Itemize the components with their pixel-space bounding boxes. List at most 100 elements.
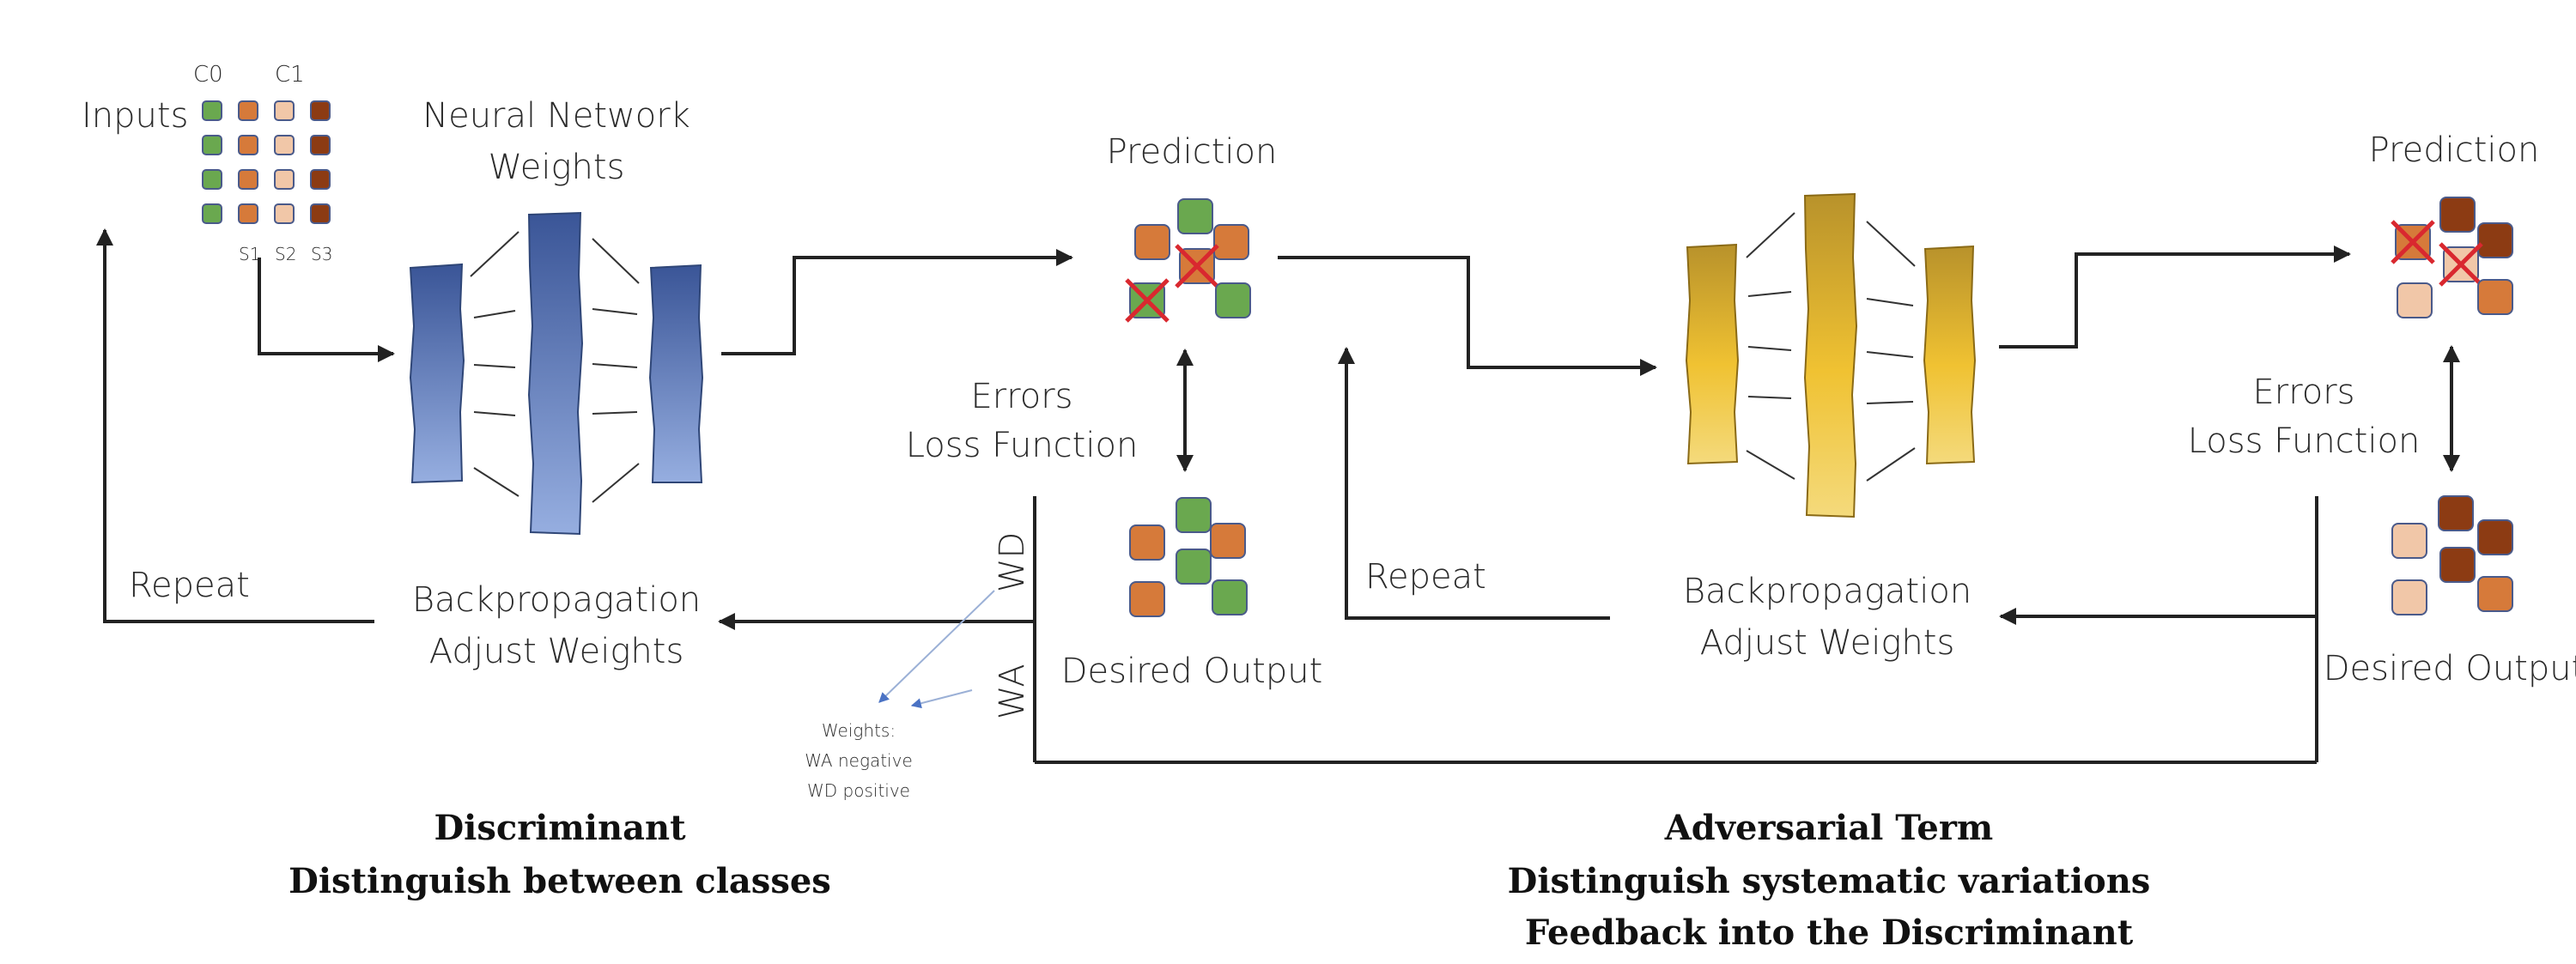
prediction-sample-square [2391, 220, 2435, 264]
input-sample-square [274, 135, 295, 155]
repeat-1-arrow [96, 228, 374, 623]
prediction-1-cluster [1125, 198, 1251, 323]
wa-weight-tag: WA [993, 664, 1032, 719]
prediction-sample-square [2477, 222, 2513, 258]
desired-output-2-section: Desired Output [2324, 495, 2576, 688]
input-sample-square [202, 203, 222, 224]
nn-connections [470, 231, 640, 503]
input-sample-square [238, 203, 258, 224]
weights-note-line2: WA negative [805, 750, 913, 771]
prediction-sample-square [2439, 197, 2476, 233]
prediction-sample-square [1213, 224, 1249, 260]
desired-sample-square [1129, 524, 1165, 561]
caption-discriminant: Discriminant Distinguish between classes [289, 808, 831, 901]
inputs-section: Inputs C0 C1 S1 S2 S3 [82, 62, 332, 264]
class-c1-label: C1 [275, 62, 305, 88]
repeat-2-arrow [1338, 347, 1610, 620]
prediction-2-label: Prediction [2369, 130, 2540, 170]
caption-left-line1: Discriminant [434, 808, 686, 848]
prediction-sample-square [2477, 279, 2513, 315]
wd-weight-tag: WD [993, 532, 1032, 592]
input-sample-square [310, 203, 331, 224]
error-cross-icon [1175, 244, 1219, 288]
input-sample-square [310, 135, 331, 155]
desired-sample-square [2477, 519, 2513, 555]
caption-right-line2: Distinguish systematic variations [1508, 861, 2151, 901]
prediction-sample-square [2439, 242, 2483, 287]
inputs-to-network-arrow [258, 258, 395, 362]
adv-connections [1746, 212, 1916, 482]
desired-output-1-section: Desired Output [1061, 497, 1323, 691]
weights-note-line3: WD positive [807, 780, 910, 801]
desired-output-1-cluster [1129, 497, 1248, 617]
backprop-2-line1: Backpropagation [1683, 572, 1971, 611]
discriminant-network: Neural Network Weights [409, 96, 704, 536]
prediction-2-cluster [2391, 197, 2513, 318]
errors-2-line1: Errors [2252, 373, 2354, 412]
input-sample-square [274, 100, 295, 121]
errors-1-line1: Errors [970, 377, 1072, 416]
weights-note: Weights: WA negative WD positive [805, 720, 913, 801]
input-sample-square [238, 135, 258, 155]
weights-note-line1: Weights: [822, 720, 896, 741]
nn-layer-hidden [527, 211, 584, 536]
input-sample-square [238, 100, 258, 121]
desired-sample-square [2391, 523, 2427, 559]
nn-layer-output [648, 264, 704, 483]
caption-adversarial: Adversarial Term Distinguish systematic … [1508, 808, 2151, 953]
error-cross-icon [2391, 220, 2435, 264]
desired-output-2-label: Desired Output [2324, 649, 2576, 688]
sample-s2-label: S2 [275, 244, 296, 264]
wa-pointer-arrow [910, 689, 973, 709]
prediction-sample-square [1215, 282, 1251, 318]
desired-sample-square [2477, 576, 2513, 612]
desired-sample-square [2391, 579, 2427, 615]
desired-sample-square [1212, 579, 1248, 615]
adv-layer-hidden [1803, 192, 1858, 518]
errors-1-line2: Loss Function [906, 426, 1139, 465]
error-cross-icon [1125, 278, 1170, 323]
network-to-prediction-arrow [721, 249, 1073, 355]
desired-sample-square [2439, 547, 2476, 583]
prediction-1-section: Prediction [1107, 132, 1277, 323]
prediction-2-section: Prediction [2369, 130, 2540, 318]
input-sample-square [238, 169, 258, 190]
input-sample-square [202, 135, 222, 155]
nn-layer-input [409, 263, 465, 484]
nn-title-line2: Weights [489, 148, 625, 187]
adv-layer-input [1685, 243, 1740, 465]
class-c0-label: C0 [193, 62, 223, 88]
backprop-1-line1: Backpropagation [412, 580, 701, 620]
desired-sample-square [1176, 549, 1212, 585]
desired-sample-square [1210, 523, 1246, 559]
caption-left-line2: Distinguish between classes [289, 861, 831, 901]
sample-s3-label: S3 [311, 244, 332, 264]
desired-sample-square [2438, 495, 2474, 531]
adversarial-network [1685, 192, 1977, 518]
nn-title-line1: Neural Network [422, 96, 690, 136]
desired-sample-square [1176, 497, 1212, 533]
prediction-sample-square [1177, 198, 1213, 234]
desired-output-1-label: Desired Output [1061, 652, 1323, 691]
prediction-to-adversary-arrow [1278, 256, 1657, 376]
input-sample-grid [202, 100, 331, 224]
sample-s1-label: S1 [239, 244, 260, 264]
input-sample-square [310, 169, 331, 190]
backprop-1-line2: Adjust Weights [429, 632, 684, 671]
prediction-sample-square [1125, 278, 1170, 323]
errors-2-line2: Loss Function [2188, 421, 2421, 461]
repeat-1-label: Repeat [129, 566, 250, 605]
adv-layer-output [1923, 245, 1977, 465]
backprop-2-line2: Adjust Weights [1700, 623, 1955, 663]
inputs-label: Inputs [82, 96, 188, 136]
error-cross-icon [2439, 242, 2483, 287]
caption-right-line3: Feedback into the Discriminant [1525, 912, 2134, 953]
input-sample-square [274, 203, 295, 224]
adversary-to-prediction-arrow [1999, 246, 2351, 349]
input-sample-square [202, 100, 222, 121]
repeat-2-label: Repeat [1365, 557, 1486, 597]
desired-output-2-cluster [2391, 495, 2513, 615]
input-sample-square [310, 100, 331, 121]
input-sample-square [274, 169, 295, 190]
